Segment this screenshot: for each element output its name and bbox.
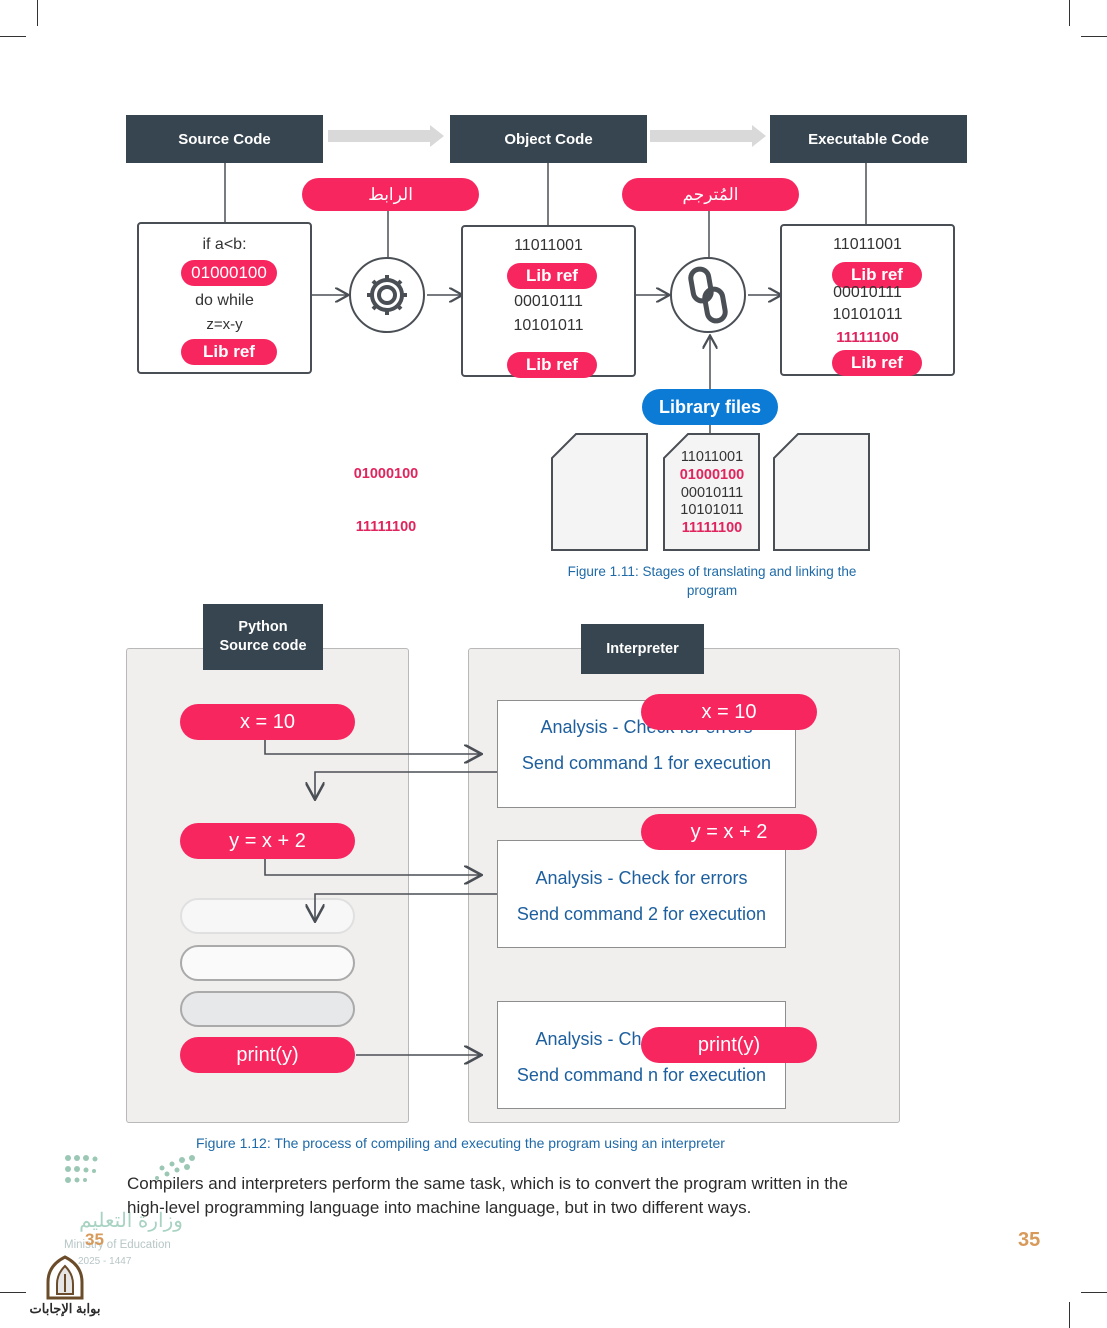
stmt-y-pill: y = x + 2 — [180, 823, 355, 859]
source-line-2-pill: 01000100 — [181, 260, 277, 286]
ministry-logo-years: 2025 - 1447 — [78, 1256, 132, 1267]
executable-code-header: Executable Code — [770, 115, 967, 163]
step2-send: Send command 2 for execution — [516, 904, 767, 924]
exec-line-4: 10101011 — [832, 306, 903, 323]
crop-mark — [1081, 36, 1107, 37]
step3-pill: print(y) — [641, 1027, 817, 1063]
lib-line-3: 00010111 — [680, 485, 744, 501]
interpreter-header: Interpreter — [581, 624, 704, 674]
stmt-x-pill: x = 10 — [180, 704, 355, 740]
top-diagram-connectors — [224, 125, 867, 434]
linker-gear — [349, 257, 425, 333]
crop-mark — [0, 1292, 26, 1293]
placeholder-statement — [180, 991, 355, 1027]
source-lib-ref-pill: Lib ref — [181, 339, 277, 365]
step3-send: Send command n for execution — [516, 1065, 767, 1085]
translator-label: المُترجم — [622, 178, 799, 211]
ghost-line-2: 11111100 — [355, 519, 417, 535]
python-source-header: Python Source code — [203, 604, 323, 670]
placeholder-statement — [180, 945, 355, 981]
figure-1-12-caption: Figure 1.12: The process of compiling an… — [196, 1135, 725, 1151]
watermark-text: بوابة الإجابات — [29, 1301, 101, 1316]
lib-line-4: 10101011 — [680, 502, 744, 518]
interpreter-step-1: Analysis - Check for errors Send command… — [497, 700, 796, 808]
ministry-logo-dots — [65, 1155, 195, 1183]
library-documents — [551, 433, 870, 551]
ministry-logo-arabic: وزارة التعليم — [79, 1210, 183, 1232]
source-line-1: if a<b: — [202, 236, 247, 253]
lib-line-5: 11111100 — [681, 520, 743, 536]
pen-nib-icon — [46, 1255, 84, 1300]
page-number: 35 — [1018, 1229, 1041, 1251]
interpreter-step-2: Analysis - Check for errors Send command… — [497, 840, 786, 948]
object-code-header: Object Code — [450, 115, 647, 163]
object-lib-ref-pill-2: Lib ref — [507, 352, 597, 378]
translator-link — [670, 257, 746, 333]
crop-mark — [37, 0, 38, 26]
source-code-box: if a<b: 01000100 do while z=x-y Lib ref — [137, 222, 312, 374]
interpreter-flow-arrows — [264, 738, 497, 1130]
lib-line-2: 01000100 — [679, 467, 745, 483]
gear-icon — [367, 275, 407, 315]
chain-link-icon — [688, 266, 728, 324]
exec-line-1: 11011001 — [833, 236, 902, 253]
figure-1-11-caption: Figure 1.11: Stages of translating and l… — [567, 564, 857, 598]
linker-label: الرابط — [302, 178, 479, 211]
body-text-line-1: Compilers and interpreters perform the s… — [127, 1174, 848, 1193]
footer-page-number-left: 35 — [85, 1230, 104, 1249]
source-line-4: z=x-y — [206, 316, 243, 333]
python-title-line2: Source code — [219, 638, 307, 654]
body-text-line-2: high-level programming language into mac… — [127, 1198, 752, 1217]
source-line-3: do while — [195, 292, 254, 309]
exec-lib-ref-pill-1: Lib ref — [832, 262, 922, 288]
python-title-line1: Python — [238, 619, 288, 635]
step2-analysis: Analysis - Check for errors — [535, 868, 748, 888]
exec-lib-ref-pill-2: Lib ref — [832, 350, 922, 376]
executable-code-box: 11011001 Lib ref 00010111 10101011 11111… — [780, 224, 955, 376]
crop-mark — [1069, 0, 1070, 26]
step2-pill: y = x + 2 — [641, 814, 817, 850]
library-document-content: 11011001 01000100 00010111 10101011 1111… — [664, 449, 760, 549]
exec-line-5: 11111100 — [836, 329, 899, 346]
object-code-box: 11011001 Lib ref 00010111 10101011 Lib r… — [461, 225, 636, 378]
object-line-3: 00010111 — [514, 293, 583, 310]
crop-mark — [0, 36, 26, 37]
object-line-4: 10101011 — [513, 317, 584, 334]
stmt-print-pill: print(y) — [180, 1037, 355, 1073]
object-lib-ref-pill-1: Lib ref — [507, 263, 597, 289]
ministry-logo-english: Ministry of Education — [64, 1239, 171, 1251]
object-line-1: 11011001 — [514, 237, 583, 254]
source-code-header: Source Code — [126, 115, 323, 163]
ghost-line-1: 01000100 — [353, 466, 419, 482]
library-files-label: Library files — [642, 389, 778, 425]
step1-pill: x = 10 — [641, 694, 817, 730]
placeholder-statement — [180, 898, 355, 934]
exec-line-3: 00010111 — [833, 284, 902, 301]
lib-line-1: 11011001 — [680, 449, 744, 465]
ghost-binary-fragment: 01000100 11111100 — [340, 466, 432, 546]
crop-mark — [1069, 1302, 1070, 1328]
crop-mark — [1081, 1292, 1107, 1293]
step1-send: Send command 1 for execution — [521, 753, 772, 773]
